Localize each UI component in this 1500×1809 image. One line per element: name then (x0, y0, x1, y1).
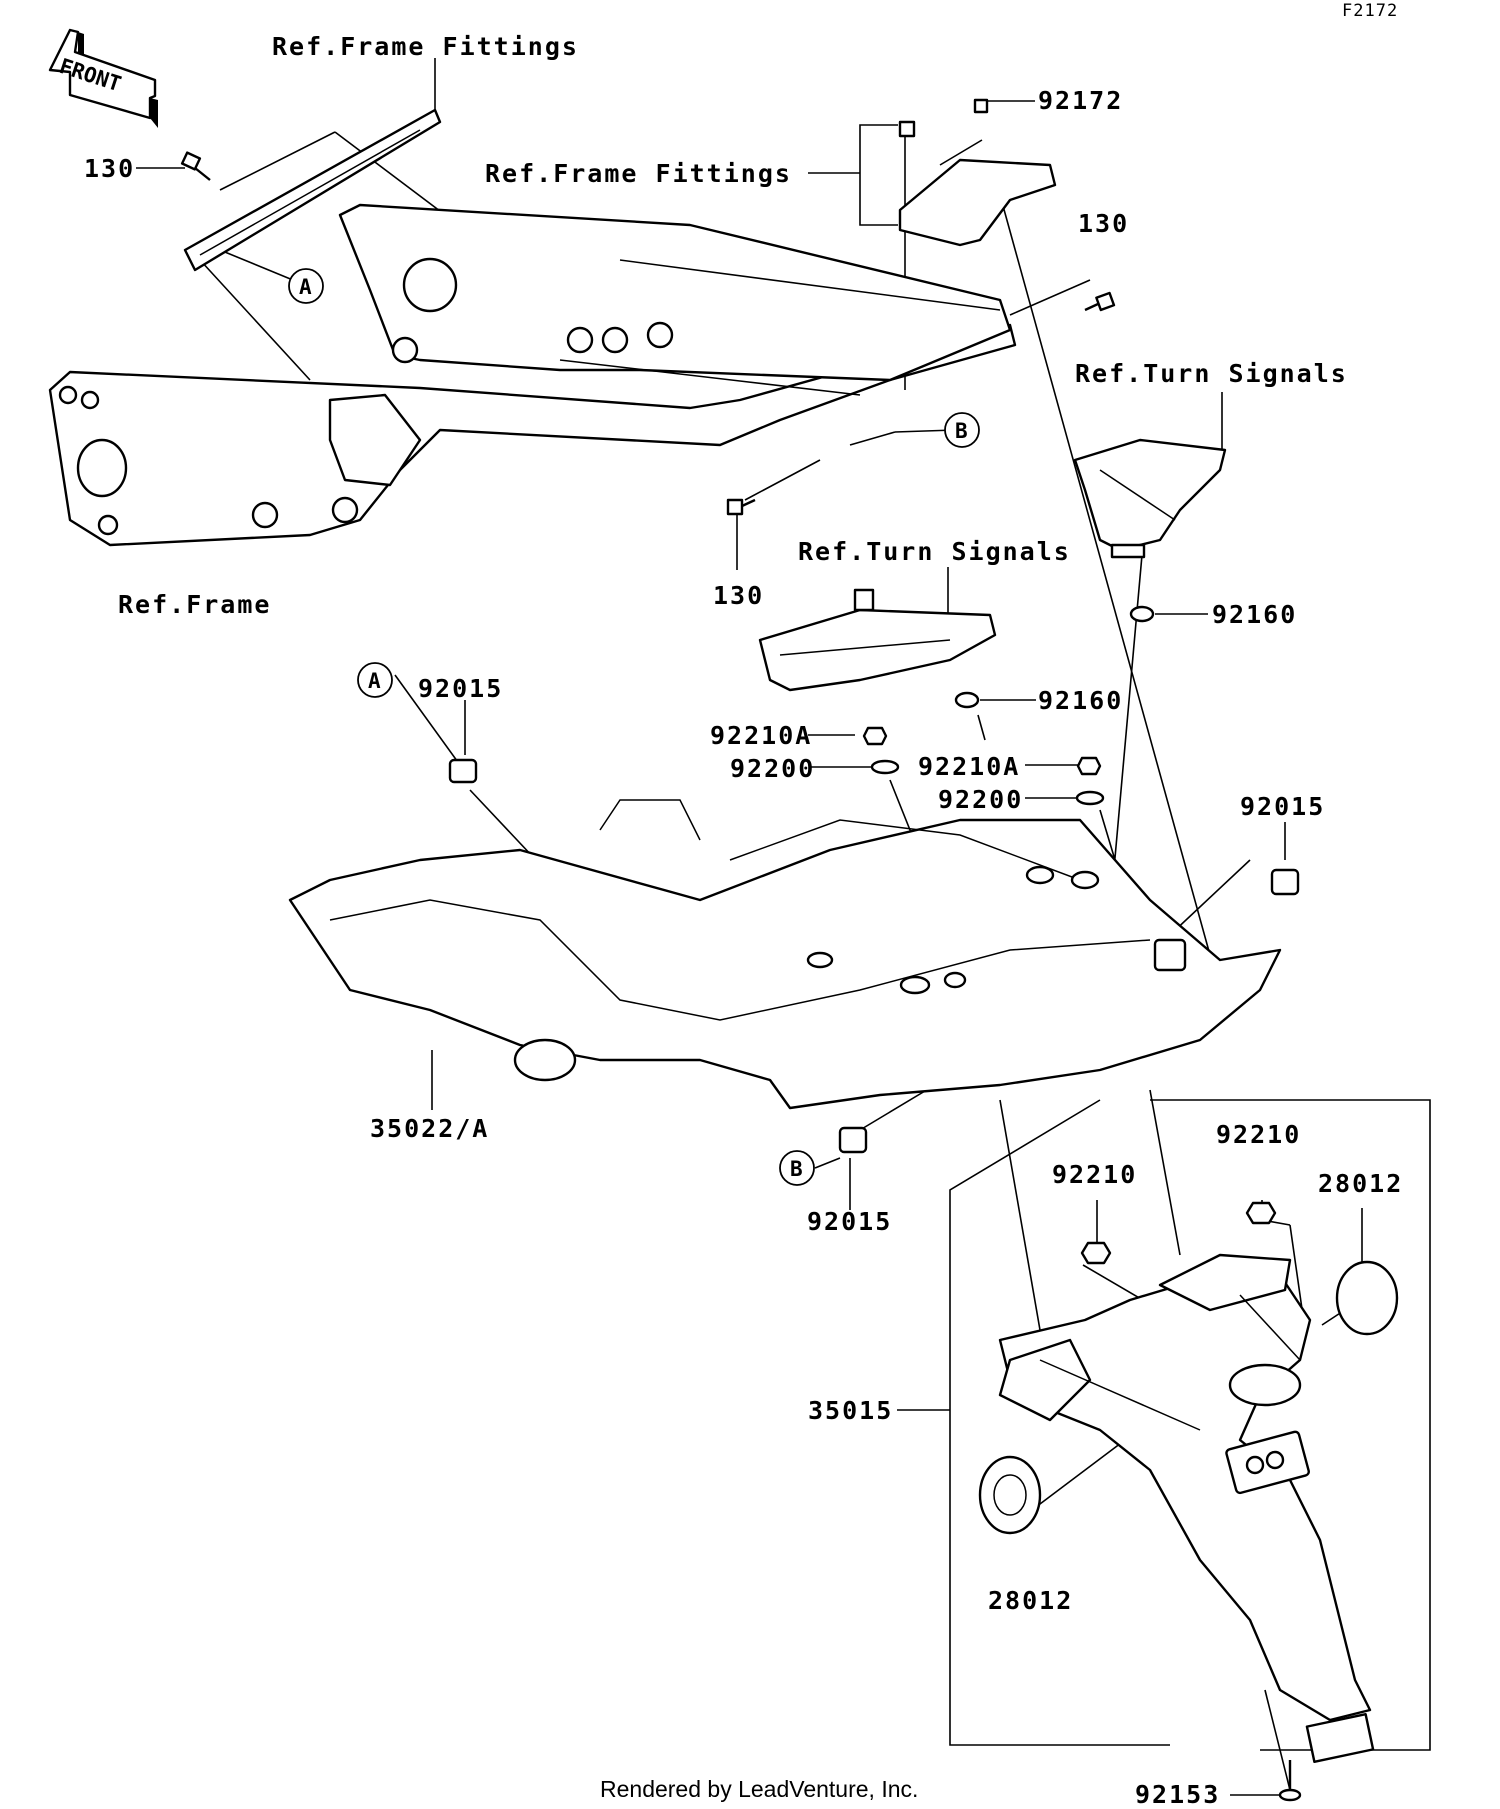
label-92015-left: 92015 (418, 674, 503, 703)
grommet-92015-left (448, 758, 478, 784)
washer-92160-center (954, 691, 980, 709)
label-130-left: 130 (84, 154, 135, 183)
label-92210-left: 92210 (1052, 1160, 1137, 1189)
bolt-130-mid (726, 498, 756, 516)
nut-92210-right (1245, 1201, 1277, 1225)
screw-92153 (1278, 1760, 1302, 1802)
label-130-right: 130 (1078, 209, 1129, 238)
label-92015-bottom: 92015 (807, 1207, 892, 1236)
frame-fitting-bracket (898, 98, 1057, 247)
label-ref-frame: Ref.Frame (118, 590, 271, 619)
label-35022a: 35022/A (370, 1114, 489, 1143)
rear-fender-35015 (998, 1253, 1375, 1764)
turn-signal-right (1073, 438, 1227, 559)
nut-92210a-right (1076, 756, 1102, 776)
label-92210a-left: 92210A (710, 721, 812, 750)
callout-a-top-text: A (299, 275, 312, 299)
turn-signal-center (758, 588, 997, 692)
label-92210-right: 92210 (1216, 1120, 1301, 1149)
label-ref-turn-signals-center: Ref.Turn Signals (798, 537, 1071, 566)
label-92160-center: 92160 (1038, 686, 1123, 715)
label-ref-frame-fittings-mid: Ref.Frame Fittings (485, 159, 792, 188)
grommet-92015-bottom (838, 1126, 868, 1154)
reflector-28012-right (1335, 1260, 1399, 1336)
frame-fitting-plate (183, 108, 442, 272)
label-92200-left: 92200 (730, 754, 815, 783)
callout-b-top-text: B (955, 419, 968, 443)
washer-92200-right (1075, 790, 1105, 806)
label-92172: 92172 (1038, 86, 1123, 115)
label-35015: 35015 (808, 1396, 893, 1425)
nut-92210a-left (862, 726, 888, 746)
washer-92160-right (1129, 605, 1155, 623)
label-92153: 92153 (1135, 1780, 1220, 1809)
label-92210a-right: 92210A (918, 752, 1020, 781)
nut-92210-left (1080, 1241, 1112, 1265)
label-28012-left: 28012 (988, 1586, 1073, 1615)
callout-b-bottom-text: B (790, 1157, 803, 1181)
callout-a-left-text: A (368, 669, 381, 693)
grommet-92015-right (1270, 868, 1300, 896)
label-130-mid: 130 (713, 581, 764, 610)
reflector-28012-left (978, 1455, 1042, 1535)
callout-a-top: A (288, 268, 324, 304)
bolt-130-left (180, 151, 211, 181)
label-92015-right: 92015 (1240, 792, 1325, 821)
label-ref-frame-fittings-top: Ref.Frame Fittings (272, 32, 579, 61)
callout-a-left: A (357, 662, 393, 698)
label-92200-right: 92200 (938, 785, 1023, 814)
front-arrow-icon: FRONT (48, 28, 158, 128)
label-ref-turn-signals-right: Ref.Turn Signals (1075, 359, 1348, 388)
label-28012-right: 28012 (1318, 1169, 1403, 1198)
figure-code: F2172 (1342, 1, 1398, 21)
upper-subframe (338, 203, 1012, 396)
bolt-130-right (1084, 291, 1116, 312)
inner-fender-35022 (288, 799, 1282, 1110)
callout-b-bottom: B (779, 1150, 815, 1186)
callout-b-top: B (944, 412, 980, 448)
main-frame (48, 323, 1017, 547)
washer-92200-left (870, 759, 900, 775)
label-92160-right: 92160 (1212, 600, 1297, 629)
footer-credit: Rendered by LeadVenture, Inc. (600, 1776, 918, 1802)
